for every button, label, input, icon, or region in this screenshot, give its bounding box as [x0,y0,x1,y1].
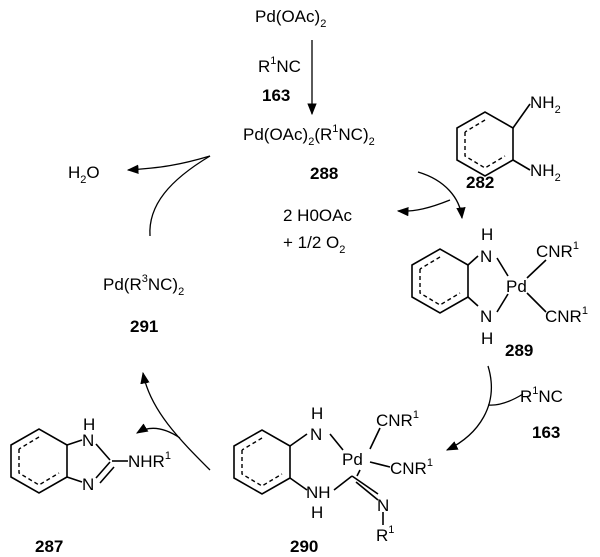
compound-289-structure [411,248,547,314]
arc-291-to-288 [149,155,211,237]
290-pd: Pd [342,450,363,469]
compound-number-288: 288 [310,164,338,183]
282-nh2-bottom: NH2 [530,161,561,184]
compound-number-163-top: 163 [262,86,290,105]
289-n-bottom: N [480,307,492,326]
289-pd: Pd [506,277,527,296]
compound-number-287: 287 [35,537,63,556]
compound-282-structure [456,103,531,177]
arrow-release-byproducts [396,199,451,217]
arrow-add-r1nc [487,393,524,406]
compound-number-290: 290 [290,537,318,556]
arrow-release-water [126,155,211,175]
compound-290-structure [233,427,391,525]
290-r1: R1 [376,524,394,545]
reagent-r1nc-top: R1NC [258,55,301,76]
pd-291-label: Pd(R3NC)2 [103,273,184,298]
289-h-bottom: H [481,329,493,348]
287-n-top: N [82,431,94,450]
287-h: H [83,415,95,434]
290-n-imine: N [377,496,389,515]
289-n-top: N [480,247,492,266]
287-n-bottom: N [82,475,94,494]
compound-number-163-right: 163 [532,423,560,442]
289-cnr-top: CNR1 [536,240,579,261]
arrow-release-287 [136,423,181,439]
289-h-top: H [481,225,493,244]
byproducts-o2: + 1/2 O2 [283,233,345,256]
byproducts-hooac: 2 H0OAc [283,206,352,225]
pd-complex-288-label: Pd(OAc)2(R1NC)2 [243,123,375,148]
reagent-r1nc-right: R1NC [520,385,563,406]
arrow-289-to-290 [445,365,492,451]
289-cnr-bottom: CNR1 [545,305,588,326]
287-nhr1: NHR1 [128,450,171,471]
290-h-bottom: H [311,503,323,522]
282-nh2-top: NH2 [530,93,561,116]
compound-287-structure [10,428,128,494]
pd-oac2-label: Pd(OAc)2 [255,7,326,30]
290-cnr-mid: CNR1 [390,457,433,478]
290-h-top: H [311,404,323,423]
water-label: H2O [68,163,100,186]
compound-number-289: 289 [505,341,533,360]
compound-number-282: 282 [466,173,494,192]
290-n-top: N [310,425,322,444]
290-nh-bottom: NH [306,483,331,502]
290-cnr-top: CNR1 [376,409,419,430]
arrow-290-to-291 [140,371,211,471]
arrow-288-to-289 [417,171,466,220]
compound-number-291: 291 [130,317,158,336]
